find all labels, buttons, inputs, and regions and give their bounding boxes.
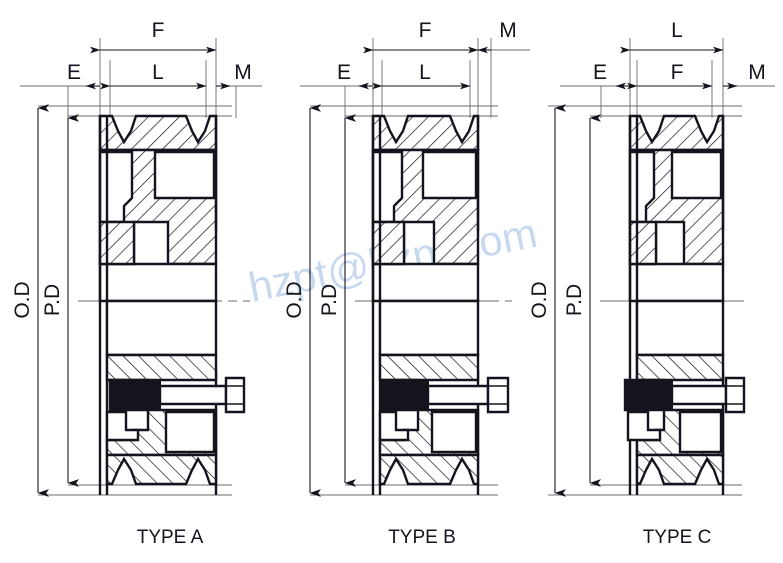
hub-recess-lower-a [105, 410, 140, 442]
bush-recess-lower-a [164, 410, 216, 454]
view-type-c: L E F M O.D P.D [528, 19, 775, 548]
rim-lower-b [378, 453, 480, 486]
bolt-head-b [486, 376, 510, 414]
dim-label-a-OD: O.D [11, 281, 34, 318]
dimension-lines-b-vertical [309, 104, 356, 497]
bolt-head-c [724, 376, 746, 414]
bore-lower-a [105, 299, 218, 357]
caption-type-b: TYPE B [388, 527, 456, 548]
dim-label-c-M: M [748, 61, 766, 84]
thread-b [381, 381, 429, 409]
bolt-head-lines-a [226, 385, 244, 405]
bolt-head-a [224, 376, 246, 414]
bush-flange-upper-b [371, 220, 406, 266]
dim-label-a-E: E [67, 61, 81, 84]
dimension-lines-c-horizontal [560, 46, 775, 90]
rim-upper-b [371, 114, 480, 152]
view-type-b: F M E L O.D P.D [283, 19, 530, 548]
bolt-head-lines-b [488, 385, 508, 405]
bolt-shank-a [158, 384, 228, 406]
dim-label-b-L: L [419, 61, 431, 84]
hub-recess-lower-c [626, 410, 662, 442]
bush-step-pocket-a [153, 150, 216, 200]
bore-upper-b [371, 262, 480, 303]
view-type-a: F E L M O.D P.D [11, 19, 262, 548]
dim-label-b-E: E [337, 61, 351, 84]
bush-recess-lower-b [430, 410, 478, 454]
dim-label-a-F: F [152, 19, 165, 42]
bore-lower-c [635, 299, 725, 357]
dim-label-a-L: L [152, 61, 164, 84]
rim-upper-c [628, 114, 725, 152]
rim-lower-a [105, 453, 218, 486]
dim-label-b-M: M [499, 19, 517, 42]
caption-type-c: TYPE C [643, 527, 712, 548]
bore-upper-c [628, 262, 725, 303]
bush-lower-c [635, 353, 725, 382]
thread-a [109, 381, 161, 409]
rim-lower-c [635, 453, 725, 486]
dim-label-c-F: F [671, 61, 684, 84]
caption-type-a: TYPE A [137, 527, 204, 548]
dimension-lines-a-horizontal [20, 46, 262, 90]
bolt-head-lines-c [726, 385, 744, 405]
extension-lines-b [310, 38, 498, 496]
dim-label-c-E: E [593, 61, 607, 84]
dim-label-b-PD: P.D [318, 284, 341, 316]
dim-label-c-OD: O.D [528, 281, 551, 318]
bush-step-pocket-c [670, 150, 723, 200]
dimension-lines-c-vertical [554, 104, 601, 497]
bush-lower-b [378, 353, 480, 382]
bolt-shank-b [426, 384, 490, 406]
bush-step-pocket-b [421, 150, 478, 200]
rim-upper-a [98, 114, 218, 152]
dim-label-c-PD: P.D [563, 284, 586, 316]
bush-flange-upper-c [628, 220, 658, 266]
bush-recess-lower-c [678, 410, 723, 454]
dimension-lines-b-horizontal [300, 46, 530, 90]
bush-lower-a [105, 353, 218, 382]
bush-flange-upper-a [98, 220, 136, 266]
dimension-lines-a-vertical [37, 104, 79, 497]
dim-label-a-PD: P.D [41, 284, 64, 316]
dim-label-b-OD: O.D [283, 281, 306, 318]
hub-recess-lower-b [378, 410, 410, 442]
bore-lower-b [378, 299, 480, 357]
dim-label-c-L: L [671, 19, 683, 42]
bolt-shank-c [670, 384, 728, 406]
bore-upper-a [98, 262, 218, 303]
dim-label-a-M: M [234, 61, 252, 84]
dim-label-b-F: F [419, 19, 432, 42]
